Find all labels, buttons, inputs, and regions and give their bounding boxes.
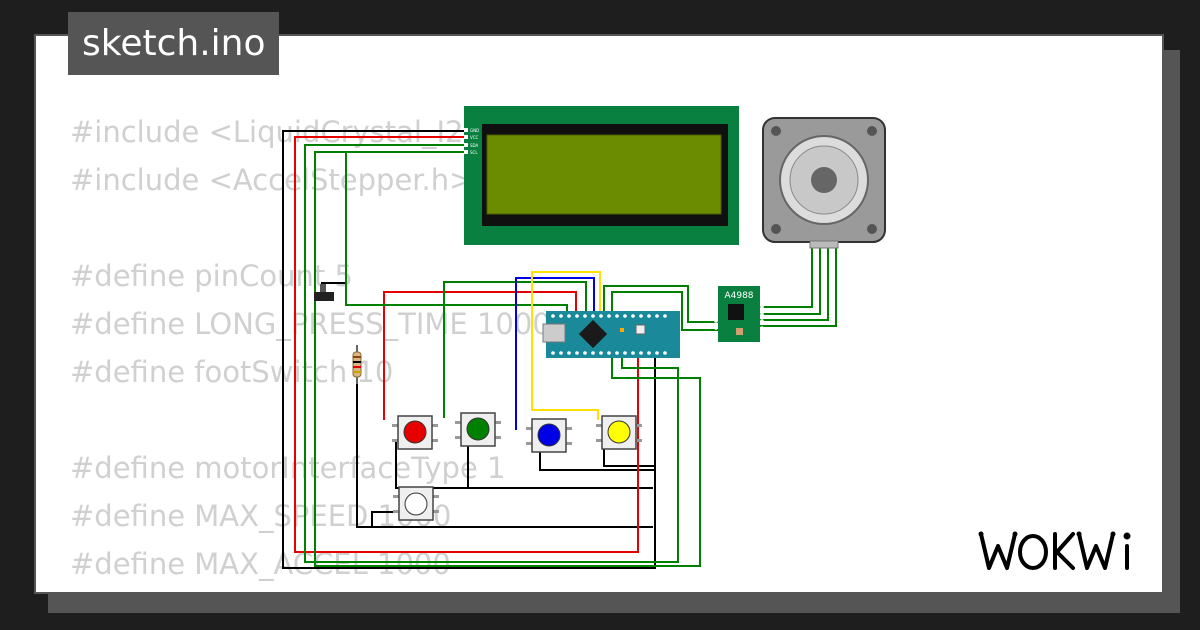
nano-usb-port <box>542 323 566 343</box>
nano-led <box>620 328 624 332</box>
nano-chip <box>578 319 608 349</box>
wire-black-lcd-gnd <box>282 130 656 569</box>
wire-green-lcd-sda <box>304 144 679 563</box>
a4988-chip <box>728 304 744 320</box>
motor-shaft <box>811 167 837 193</box>
wire-black-ground-bus <box>356 380 653 528</box>
wire-yellow-button <box>531 271 601 420</box>
lcd-pin-header <box>464 128 468 154</box>
motor-connector <box>809 240 839 249</box>
wires <box>282 130 837 569</box>
wire-blue-button <box>515 277 595 430</box>
motor-screw <box>771 224 781 234</box>
pushbutton-cap <box>537 423 561 447</box>
sketch-tab[interactable]: sketch.ino <box>68 12 280 75</box>
wire-red-button <box>383 291 577 420</box>
wire-red-lcd-vcc <box>294 136 639 553</box>
pushbutton-green[interactable] <box>455 412 501 447</box>
lcd-pin-label: SDA <box>470 143 479 148</box>
wire-green-motor-3 <box>760 248 829 321</box>
motor-screw <box>867 224 877 234</box>
pushbutton-cap <box>607 420 631 444</box>
motor-screw <box>867 126 877 136</box>
lcd-pin-labels: GND VCC SDA SCL <box>470 128 479 155</box>
resistor <box>352 345 362 384</box>
wire-black-white-button <box>371 511 400 527</box>
pushbutton-cap <box>404 492 428 516</box>
nano-reset-button <box>635 324 646 335</box>
pushbutton-cap <box>403 420 427 444</box>
a4988-driver[interactable]: A4988 <box>714 286 764 342</box>
lcd-pin-label: VCC <box>470 135 479 140</box>
pushbutton-white[interactable] <box>393 486 439 521</box>
lcd-pin-label: SCL <box>470 150 478 155</box>
arduino-nano[interactable] <box>542 311 680 358</box>
nano-pins-bottom <box>551 351 667 355</box>
pushbutton-blue[interactable] <box>526 418 572 453</box>
wire-black-buttons-bus <box>395 442 653 489</box>
a4988-label: A4988 <box>724 291 753 301</box>
slide-switch[interactable] <box>314 284 334 301</box>
wire-green-driver-2 <box>611 291 718 331</box>
wire-green-motor-1 <box>760 248 813 308</box>
wokwi-logo <box>978 531 1131 570</box>
wire-green-lcd-scl <box>314 151 701 567</box>
wire-black-blue-btn <box>539 446 655 471</box>
lcd-display[interactable]: GND VCC SDA SCL <box>464 106 739 245</box>
wire-green-switch <box>345 152 568 312</box>
wire-green-motor-4 <box>760 248 837 327</box>
pushbutton-red[interactable] <box>392 415 438 450</box>
lcd-pin-label: GND <box>470 128 479 133</box>
pushbutton-cap <box>466 417 490 441</box>
wire-green-motor-2 <box>760 248 821 315</box>
pushbutton-yellow[interactable] <box>596 415 642 450</box>
a4988-pins <box>714 291 764 337</box>
stepper-motor[interactable] <box>762 117 886 249</box>
nano-pins-top <box>551 314 667 318</box>
wire-green-driver-1 <box>603 285 718 323</box>
a4988-potentiometer <box>736 328 743 335</box>
motor-screw <box>771 126 781 136</box>
